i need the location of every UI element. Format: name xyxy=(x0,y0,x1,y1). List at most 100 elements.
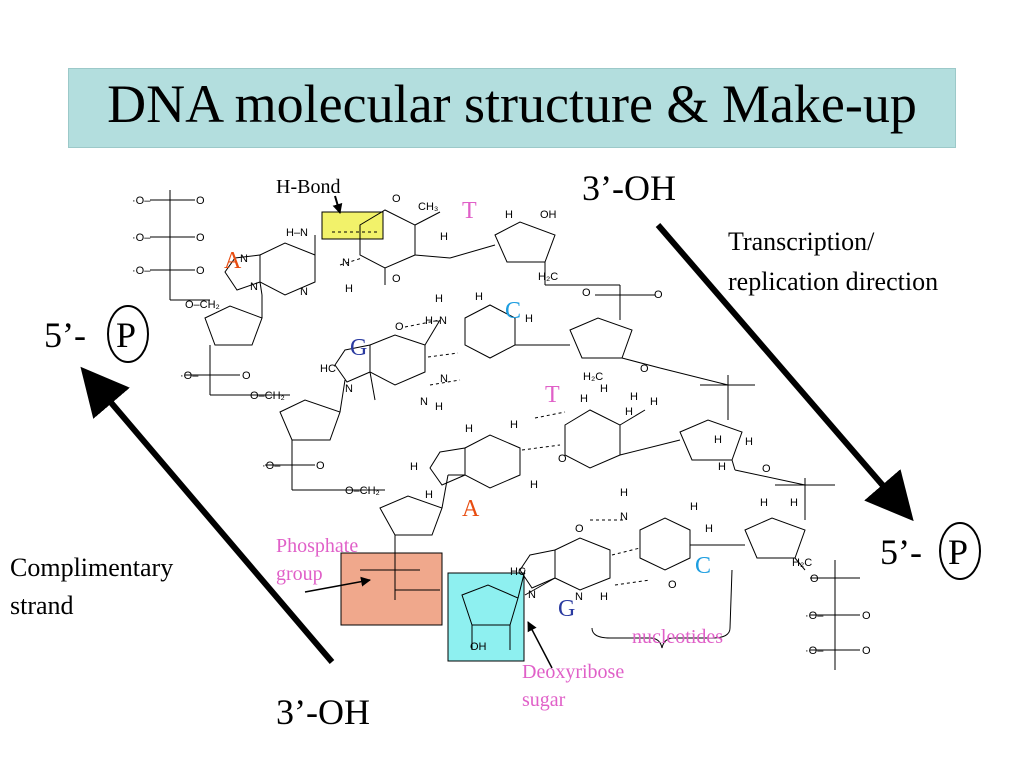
svg-text:H: H xyxy=(714,434,722,446)
deoxyribose-label-line2: sugar xyxy=(522,689,566,711)
svg-text:O: O xyxy=(640,363,649,375)
svg-text:N: N xyxy=(250,281,258,293)
svg-text:H: H xyxy=(600,383,608,395)
transcription-direction-arrow xyxy=(655,223,914,522)
sugar-highlight-box xyxy=(447,572,525,662)
svg-text:O: O xyxy=(668,579,677,591)
phosphate-pointer-arrow xyxy=(304,576,371,593)
three-oh-top-label: 3’-OH xyxy=(582,168,676,208)
complimentary-label-line2: strand xyxy=(10,591,74,620)
atom-labels: ·O– O ·O– O ·O– O O–CH₂ ·O– O O–CH₂ ·O– O O–C… xyxy=(132,193,871,657)
svg-text:N: N xyxy=(240,253,248,265)
svg-text:O: O xyxy=(558,453,567,465)
svg-text:N: N xyxy=(300,286,308,298)
svg-text:H: H xyxy=(435,293,443,305)
svg-text:H: H xyxy=(525,313,533,325)
nucleotides-label: nucleotides xyxy=(632,626,723,648)
svg-text:H: H xyxy=(745,436,753,448)
svg-text:H: H xyxy=(580,393,588,405)
svg-text:H: H xyxy=(600,591,608,603)
svg-text:H: H xyxy=(705,523,713,535)
three-oh-bottom-label: 3’-OH xyxy=(276,692,370,732)
title-box: DNA molecular structure & Make-up xyxy=(68,68,956,148)
svg-text:OH: OH xyxy=(540,209,557,221)
svg-text:H: H xyxy=(690,501,698,513)
page-title: DNA molecular structure & Make-up xyxy=(107,74,917,134)
svg-text:HC: HC xyxy=(320,363,336,375)
svg-text:H: H xyxy=(425,489,433,501)
svg-text:O: O xyxy=(810,573,819,585)
svg-text:N: N xyxy=(440,373,448,385)
hbond-label: H-Bond xyxy=(276,176,340,198)
svg-text:O: O xyxy=(575,523,584,535)
p-left-letter: P xyxy=(116,315,136,355)
svg-text:·O–: ·O– xyxy=(132,195,151,207)
svg-text:O: O xyxy=(196,232,205,244)
phosphate-label-line1: Phosphate xyxy=(276,535,358,557)
svg-text:·O–: ·O– xyxy=(132,232,151,244)
svg-text:H: H xyxy=(435,401,443,413)
svg-text:·O–: ·O– xyxy=(132,265,151,277)
svg-text:O–CH₂: O–CH₂ xyxy=(185,299,220,311)
svg-text:O: O xyxy=(196,195,205,207)
sugar-pointer-arrow xyxy=(527,621,553,669)
svg-text:O: O xyxy=(654,289,663,301)
svg-text:H: H xyxy=(475,291,483,303)
base-c-1: C xyxy=(505,298,521,324)
svg-text:·O–: ·O– xyxy=(262,460,281,472)
complimentary-label-line1: Complimentary xyxy=(10,553,173,582)
base-c-2: C xyxy=(695,553,711,579)
svg-text:H: H xyxy=(410,461,418,473)
svg-text:H: H xyxy=(530,479,538,491)
svg-text:O–CH₂: O–CH₂ xyxy=(345,485,380,497)
svg-text:H–N: H–N xyxy=(425,315,447,327)
base-g-1: G xyxy=(350,335,367,361)
svg-text:H–N: H–N xyxy=(286,227,308,239)
svg-text:OH: OH xyxy=(470,641,487,653)
svg-text:N: N xyxy=(620,511,628,523)
p-circle-left xyxy=(107,305,149,363)
nucleotides-brace xyxy=(591,569,733,649)
svg-text:·O–: ·O– xyxy=(180,370,199,382)
svg-text:O: O xyxy=(392,193,401,205)
svg-text:H: H xyxy=(440,231,448,243)
svg-text:H: H xyxy=(630,391,638,403)
svg-text:O: O xyxy=(196,265,205,277)
svg-text:N: N xyxy=(420,396,428,408)
p-circle-right xyxy=(939,522,981,580)
transcription-label-line2: replication direction xyxy=(728,267,938,296)
svg-text:H: H xyxy=(510,419,518,431)
five-p-left-label: 5’- xyxy=(44,315,86,355)
svg-text:H: H xyxy=(345,283,353,295)
svg-text:H: H xyxy=(718,461,726,473)
svg-text:·O–: ·O– xyxy=(805,645,824,657)
svg-text:O: O xyxy=(316,460,325,472)
svg-text:HC: HC xyxy=(510,566,526,578)
base-a-2: A xyxy=(462,496,480,522)
svg-text:N: N xyxy=(528,589,536,601)
svg-text:O: O xyxy=(582,287,591,299)
svg-text:O–CH₂: O–CH₂ xyxy=(250,390,285,402)
svg-text:H: H xyxy=(465,423,473,435)
transcription-label-line1: Transcription/ xyxy=(728,227,875,256)
svg-text:·O–: ·O– xyxy=(805,610,824,622)
svg-text:H: H xyxy=(760,497,768,509)
phosphate-label-line2: group xyxy=(276,563,323,585)
base-t-2: T xyxy=(545,382,560,408)
base-t-1: T xyxy=(462,198,477,224)
svg-text:CH₃: CH₃ xyxy=(418,201,438,213)
p-right-letter: P xyxy=(948,532,968,572)
hbond-pointer-arrow xyxy=(332,195,343,214)
svg-text:O: O xyxy=(762,463,771,475)
svg-text:O: O xyxy=(862,645,871,657)
svg-text:N: N xyxy=(342,257,350,269)
svg-text:O: O xyxy=(862,610,871,622)
svg-text:H₂C: H₂C xyxy=(792,557,812,569)
svg-text:H₂C: H₂C xyxy=(538,271,558,283)
phosphate-highlight-box xyxy=(340,552,443,626)
molecular-structure xyxy=(150,190,860,670)
svg-text:H: H xyxy=(650,396,658,408)
svg-text:H₂C: H₂C xyxy=(583,371,603,383)
hbond-highlight-box xyxy=(321,211,384,240)
